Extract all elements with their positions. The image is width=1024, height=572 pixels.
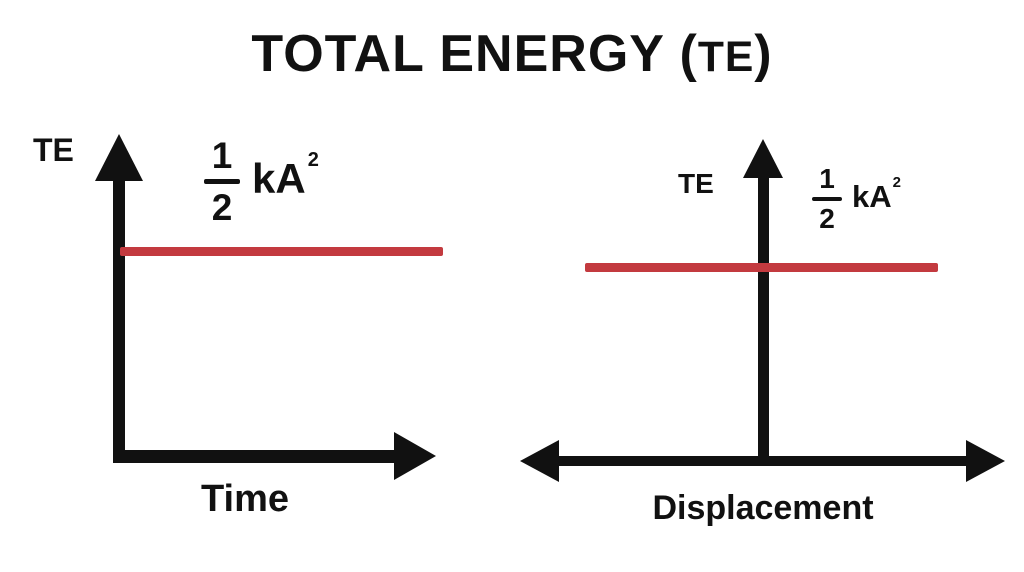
x-axis-label-displacement: Displacement [652, 489, 874, 527]
x-axis-arrowhead-right-icon [394, 432, 436, 480]
fraction: 1 2 [204, 137, 240, 226]
y-axis-line [758, 172, 769, 466]
y-axis-arrowhead-up-icon [743, 139, 783, 178]
title-suffix: ) [754, 25, 773, 83]
fraction-numerator: 1 [819, 163, 835, 194]
y-axis-arrowhead-up-icon [95, 134, 143, 181]
formula-exponent: 2 [892, 174, 901, 191]
energy-level-line [585, 263, 938, 272]
x-axis-label-time: Time [200, 478, 289, 520]
energy-level-line [120, 247, 443, 256]
y-axis-line [113, 170, 125, 463]
fraction: 1 2 [812, 165, 842, 233]
y-axis-label-te: TE [33, 132, 74, 168]
fraction-numerator: 1 [211, 135, 233, 176]
x-axis-line [553, 456, 972, 466]
x-axis-arrowhead-right-icon [966, 440, 1005, 482]
x-axis-arrowhead-left-icon [520, 440, 559, 482]
fraction-denominator: 2 [211, 187, 233, 228]
formula-exponent: 2 [307, 149, 319, 171]
title-prefix: TOTAL ENERGY ( [251, 25, 698, 83]
title-acronym: TE [697, 33, 755, 81]
fraction-bar [204, 179, 240, 184]
fraction-denominator: 2 [819, 203, 835, 234]
page-title: TOTAL ENERGY (TE) [0, 28, 1024, 80]
y-axis-label-te: TE [678, 168, 714, 199]
formula-coefficient: kA [252, 155, 306, 202]
fraction-bar [812, 197, 842, 201]
energy-formula: 1 2 kA 2 [204, 137, 319, 226]
formula-coefficient: kA [852, 179, 892, 214]
energy-formula: 1 2 kA 2 [812, 165, 901, 233]
x-axis-line [113, 450, 396, 463]
